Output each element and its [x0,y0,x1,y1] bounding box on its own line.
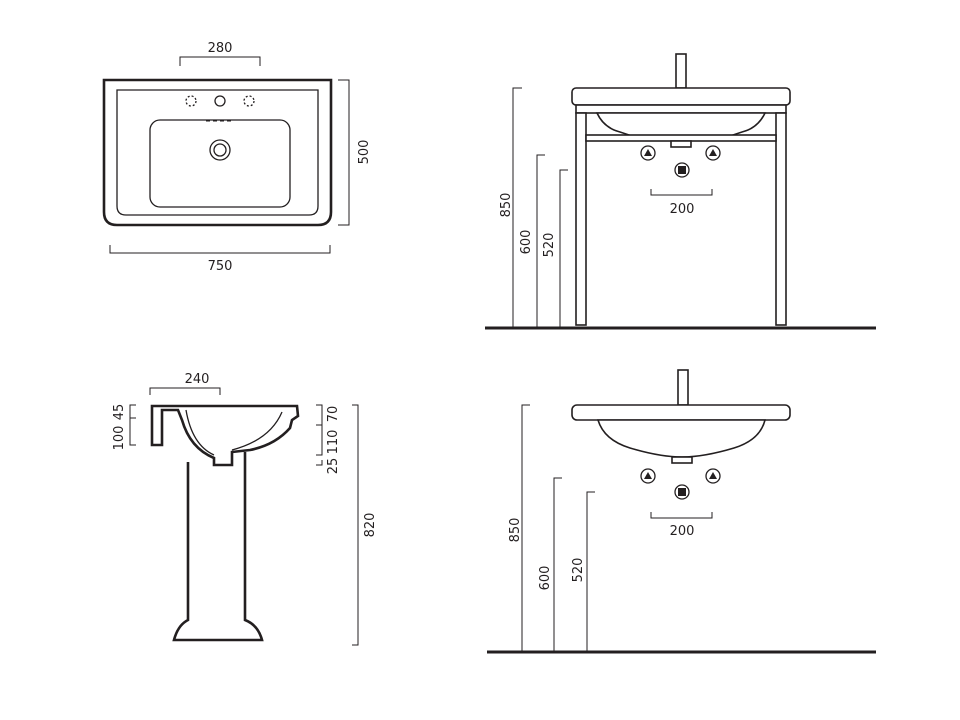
dim-850-label: 850 [499,193,514,218]
waste-pipe-icon [674,162,690,178]
dim-45-label: 45 [112,404,127,421]
supply-valve-left-icon [640,145,656,161]
dim-750-line [109,245,331,254]
drain-inner [213,143,227,157]
dim-100-label: 100 [112,426,127,451]
stand-front-view: 200 850 600 520 [485,53,876,330]
dim-280-label: 280 [208,41,233,56]
dim-850-line [521,404,530,652]
basin-section [150,404,300,467]
dim-240-line [149,387,221,395]
bowl-inner-curve [185,409,215,456]
dim-left-bracket [129,404,136,446]
dim-820-label: 820 [363,513,378,538]
basin-band [575,104,787,114]
dim-200-line [650,512,713,519]
dim-280-line [179,56,261,66]
dim-820-line [352,404,359,646]
basin-top [571,87,791,106]
dim-520-line [586,491,595,652]
dim-520-label: 520 [571,558,586,583]
basin-top [571,404,791,421]
dim-200-label: 200 [670,524,695,539]
top-view: 280 500 750 [102,41,372,274]
dim-600-label: 600 [538,566,553,591]
stand-leg-right [775,112,787,326]
waste-outlet [670,140,692,148]
faucet [677,369,689,406]
side-section-view: 240 45 100 70 110 25 820 [112,372,378,646]
towel-bar [585,134,777,142]
basin-bowl [596,419,767,458]
dim-520-label: 520 [542,233,557,258]
tap-hole-center [214,95,226,107]
tap-hole-left [185,95,197,107]
dim-500-line [338,79,350,226]
bowl-inner-curve-right [231,411,283,451]
dim-500-label: 500 [357,140,372,165]
pedestal [172,452,264,642]
supply-valve-right-icon [705,468,721,484]
stand-leg-left [575,112,587,326]
waste-pipe-icon [674,484,690,500]
dim-600-label: 600 [519,230,534,255]
wall-hung-front-view: 200 850 600 520 [487,369,876,654]
dim-600-line [553,477,562,652]
dim-240-label: 240 [185,372,210,387]
dim-850-line [512,87,522,328]
tap-hole-right [243,95,255,107]
dim-70-label: 70 [326,406,341,423]
dim-200-label: 200 [670,202,695,217]
dim-600-line [536,154,545,328]
dim-right-bracket [316,404,323,466]
dim-750-label: 750 [208,259,233,274]
dim-520-line [559,169,568,328]
dim-25-label: 25 [326,458,341,475]
dim-200-line [650,189,713,196]
supply-valve-right-icon [705,145,721,161]
basin-outline [102,78,333,227]
basin-bowl [595,112,767,137]
waste-outlet [671,456,693,464]
drain-icon [209,139,231,161]
basin-bowl [149,119,291,208]
basin-rim [116,89,319,216]
faucet [675,53,687,89]
dim-850-label: 850 [508,518,523,543]
supply-valve-left-icon [640,468,656,484]
dim-110-label: 110 [326,430,341,455]
